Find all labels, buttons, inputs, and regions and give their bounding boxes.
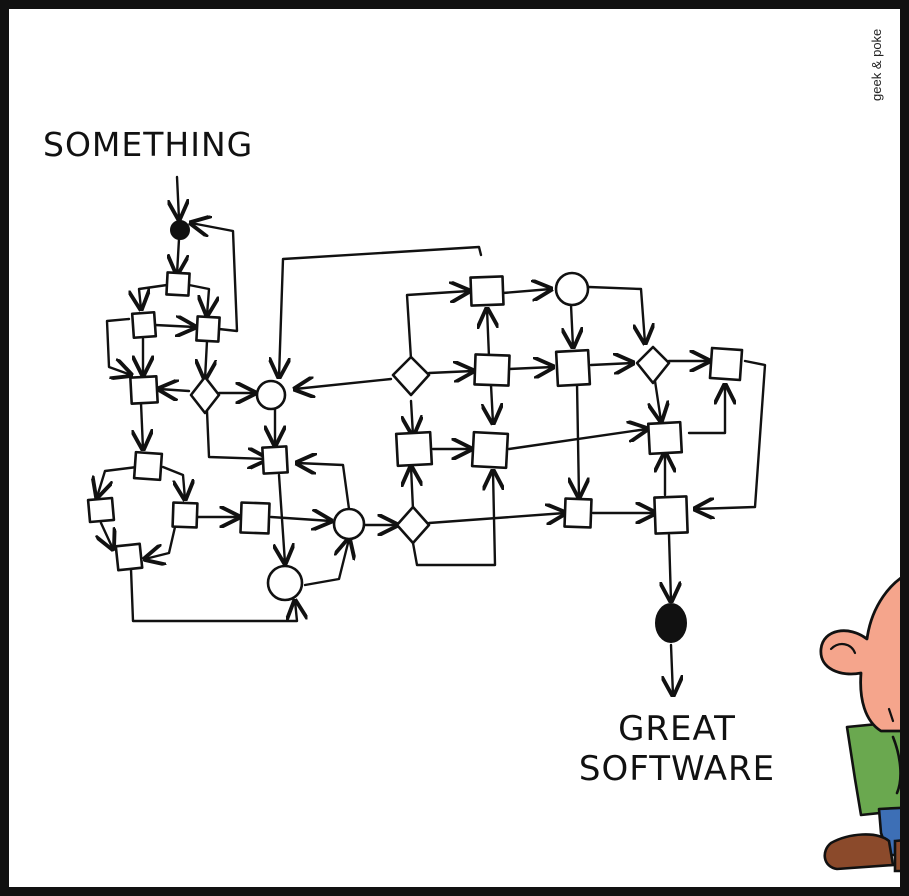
flow-connectors: [97, 175, 767, 695]
person-head: [819, 577, 900, 733]
process-node: [261, 445, 289, 475]
start-node: [170, 220, 190, 240]
start-label: SOMETHING: [43, 125, 254, 164]
end-node: [655, 603, 687, 643]
cartoon-person: [819, 577, 900, 873]
process-node: [473, 353, 511, 387]
process-node: [708, 346, 744, 382]
person-arm: [891, 735, 900, 795]
process-node: [130, 310, 158, 340]
process-node: [394, 430, 434, 468]
decision-node: [189, 375, 221, 415]
end-label-line-1: GREAT: [618, 709, 736, 749]
process-node: [653, 495, 689, 535]
decision-node: [635, 345, 671, 385]
decision-node: [391, 355, 431, 397]
process-node: [132, 450, 164, 482]
process-node: [165, 271, 191, 297]
process-node: [554, 348, 592, 388]
process-node: [114, 542, 144, 572]
process-node: [469, 275, 505, 307]
process-node: [646, 420, 684, 456]
process-node: [470, 430, 510, 470]
process-node: [239, 501, 271, 535]
process-node: [563, 497, 593, 529]
merge-node: [266, 564, 304, 602]
flowchart: [86, 175, 767, 896]
person-shirt: [845, 720, 900, 817]
end-label: GREAT SOFTWARE: [557, 709, 797, 789]
merge-node: [332, 507, 366, 541]
merge-node: [554, 271, 590, 307]
person-shoes: [823, 833, 900, 873]
end-label-line-2: SOFTWARE: [578, 749, 776, 789]
merge-node: [255, 379, 287, 411]
decision-node: [395, 505, 431, 545]
process-node: [86, 496, 116, 524]
flow-nodes: [86, 220, 744, 643]
process-node: [171, 501, 199, 529]
process-node: [195, 315, 221, 343]
process-node: [129, 375, 159, 405]
